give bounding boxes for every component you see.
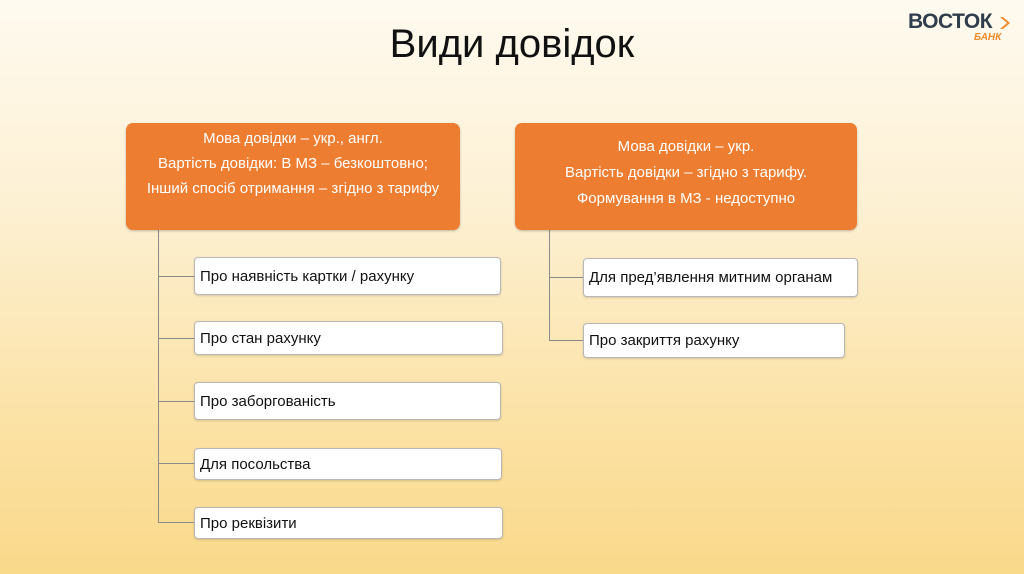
left-child-embassy: Для посольства: [194, 448, 502, 480]
connector-branch-left-5: [158, 522, 194, 523]
right-parent-line-2: Вартість довідки – згідно з тарифу.: [564, 164, 808, 181]
left-parent-line-2: Вартість довідки: В МЗ – безкоштовно;: [158, 155, 428, 172]
right-child-customs: Для пред’явлення митним органам: [583, 258, 858, 297]
right-child-label: Про закриття рахунку: [589, 332, 740, 349]
left-child-label: Про заборгованість: [200, 392, 336, 410]
connector-branch-right-2: [549, 340, 583, 341]
connector-branch-left-3: [158, 401, 194, 402]
left-child-label: Про наявність картки / рахунку: [200, 267, 415, 285]
connector-branch-left-1: [158, 276, 194, 277]
right-parent-line-3: Формування в МЗ - недоступно: [576, 190, 796, 207]
left-parent-box: Мова довідки – укр., англ. Вартість дові…: [126, 123, 460, 230]
connector-branch-right-1: [549, 277, 583, 278]
logo-wordmark: ВОСТОК: [908, 10, 993, 33]
right-child-label: Для пред’явлення митним органам: [589, 269, 833, 286]
slide-title: Види довідок: [389, 22, 635, 66]
left-child-label: Про реквізити: [200, 514, 297, 532]
chevron-right-icon: [1000, 17, 1010, 29]
left-child-requisites: Про реквізити: [194, 507, 503, 539]
logo-subtitle: БАНК: [974, 32, 1002, 43]
connector-trunk-left: [158, 230, 159, 523]
left-child-debt: Про заборгованість: [194, 382, 501, 420]
right-parent-line-1: Мова довідки – укр.: [617, 138, 755, 155]
connector-branch-left-4: [158, 463, 194, 464]
left-child-label: Про стан рахунку: [200, 329, 321, 347]
left-parent-line-3: Інший спосіб отримання – згідно з тарифу: [146, 180, 440, 197]
right-parent-box: Мова довідки – укр. Вартість довідки – з…: [515, 123, 857, 230]
connector-branch-left-2: [158, 338, 194, 339]
connector-trunk-right: [549, 230, 550, 341]
bank-logo: ВОСТОК БАНК: [908, 8, 1014, 48]
left-parent-line-1: Мова довідки – укр., англ.: [203, 130, 383, 147]
left-child-account-status: Про стан рахунку: [194, 321, 503, 355]
right-child-close-account: Про закриття рахунку: [583, 323, 845, 358]
left-child-label: Для посольства: [200, 455, 311, 473]
left-child-card-account: Про наявність картки / рахунку: [194, 257, 501, 295]
